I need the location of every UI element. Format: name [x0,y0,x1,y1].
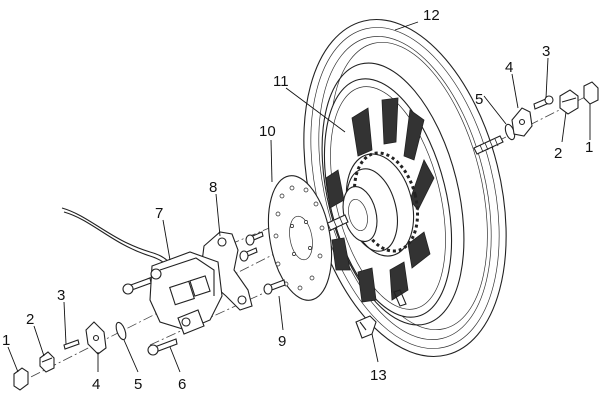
callout-3-left: 3 [57,287,65,304]
callout-13: 13 [370,367,387,384]
brake-disc [267,175,333,301]
rim-hub [323,78,453,318]
callout-10: 10 [259,123,276,140]
valve-elbow [355,315,377,339]
callout-2-right: 2 [554,145,562,162]
callout-1-right: 1 [585,139,593,156]
callout-6: 6 [178,376,186,393]
brake-caliper [61,207,223,335]
right-hardware [504,81,599,141]
callout-4-left: 4 [92,376,100,393]
callout-1-left: 1 [2,332,10,349]
callout-9: 9 [278,333,286,350]
callout-8: 8 [209,179,217,196]
leader-lines [7,21,591,373]
callout-7: 7 [155,205,163,222]
caliper-bolts [122,277,178,356]
callout-5-right: 5 [475,91,483,108]
callout-4-right: 4 [505,59,513,76]
callout-12: 12 [423,7,440,24]
callout-3-right: 3 [542,43,550,60]
callout-5-left: 5 [134,376,142,393]
disc-bolts [239,231,286,295]
left-hardware [13,321,127,391]
callout-2-left: 2 [26,311,34,328]
callout-11: 11 [273,73,289,90]
